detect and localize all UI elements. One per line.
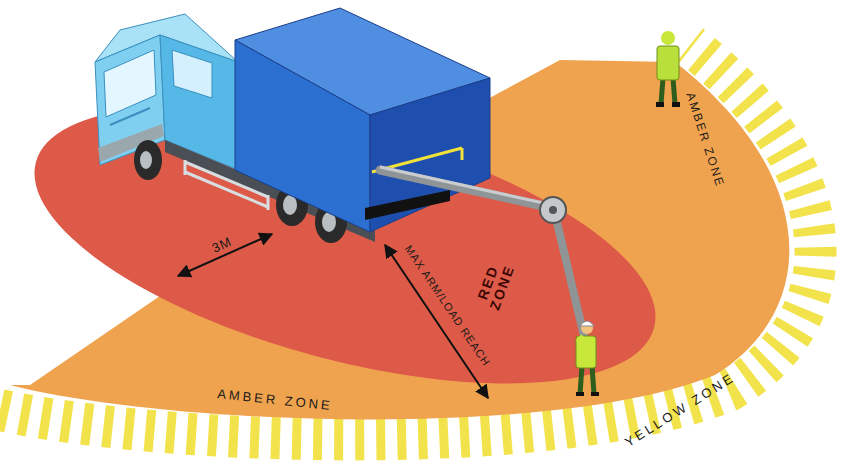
yellow-zone-stripes (0, 45, 816, 439)
side-window (172, 50, 212, 98)
zone-shape (10, 60, 789, 419)
dimension-label: 3M (210, 235, 234, 256)
dimension-label: MAX ARM/LOAD REACH (402, 243, 492, 368)
windscreen (104, 50, 156, 117)
amber-zone-area (10, 60, 789, 419)
container-top (235, 8, 490, 115)
cab-roof (95, 14, 238, 62)
worker-head (661, 31, 675, 45)
zone-region: RED ZONE (30, 104, 662, 388)
zone-outline (30, 104, 662, 388)
zone-shape (0, 45, 816, 439)
